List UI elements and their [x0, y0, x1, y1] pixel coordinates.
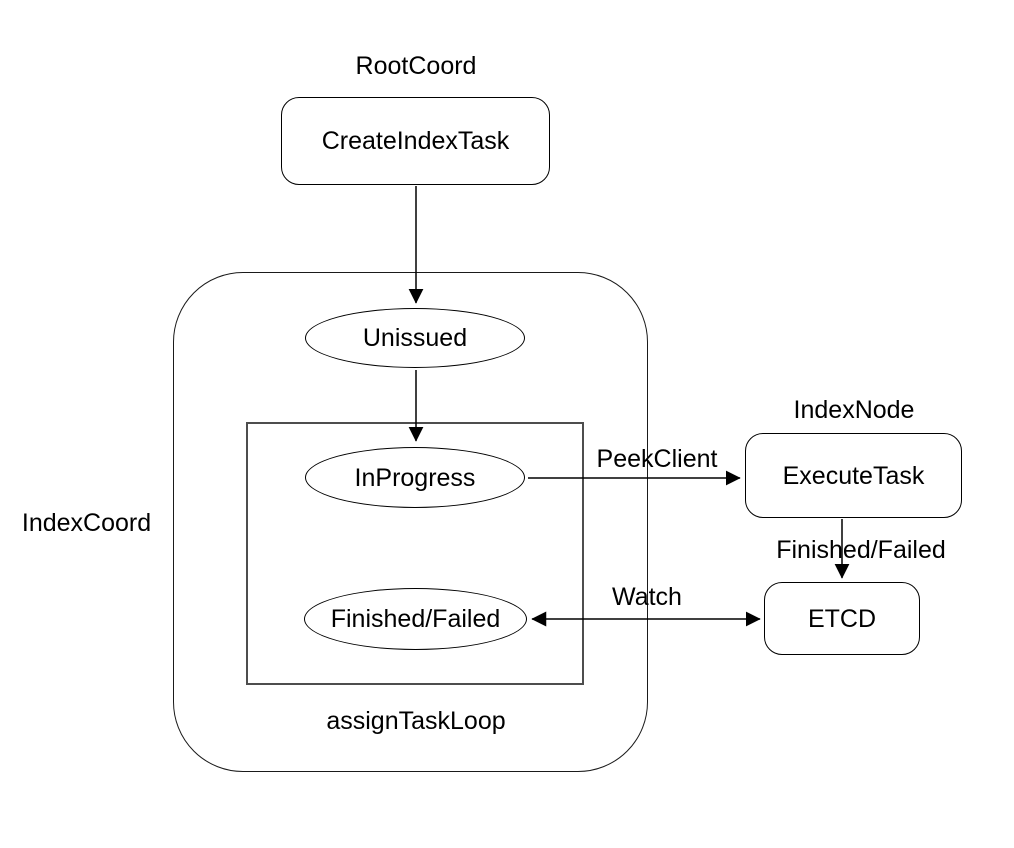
- node-etcd-label: ETCD: [807, 604, 877, 633]
- edge-peek-client-label: PeekClient: [596, 445, 718, 473]
- index-coord-label: IndexCoord: [21, 509, 152, 537]
- node-finished-failed: Finished/Failed: [304, 588, 527, 650]
- edge-watch-label: Watch: [612, 583, 682, 611]
- node-unissued-label: Unissued: [362, 324, 468, 352]
- node-create-index-task-label: CreateIndexTask: [321, 127, 510, 155]
- node-unissued: Unissued: [305, 308, 525, 368]
- index-node-label: IndexNode: [793, 396, 915, 424]
- root-coord-label: RootCoord: [355, 52, 477, 80]
- node-finished-failed-label: Finished/Failed: [330, 605, 501, 633]
- assign-task-loop-label: assignTaskLoop: [326, 707, 506, 735]
- node-execute-task-label: ExecuteTask: [782, 461, 925, 490]
- node-in-progress: InProgress: [305, 447, 525, 508]
- index-coord-container: [173, 272, 648, 772]
- node-etcd: ETCD: [764, 582, 920, 655]
- node-in-progress-label: InProgress: [354, 463, 476, 492]
- node-create-index-task: CreateIndexTask: [281, 97, 550, 185]
- node-execute-task: ExecuteTask: [745, 433, 962, 518]
- assign-task-loop-container: [246, 422, 584, 685]
- edge-finished-failed-label: Finished/Failed: [776, 536, 946, 564]
